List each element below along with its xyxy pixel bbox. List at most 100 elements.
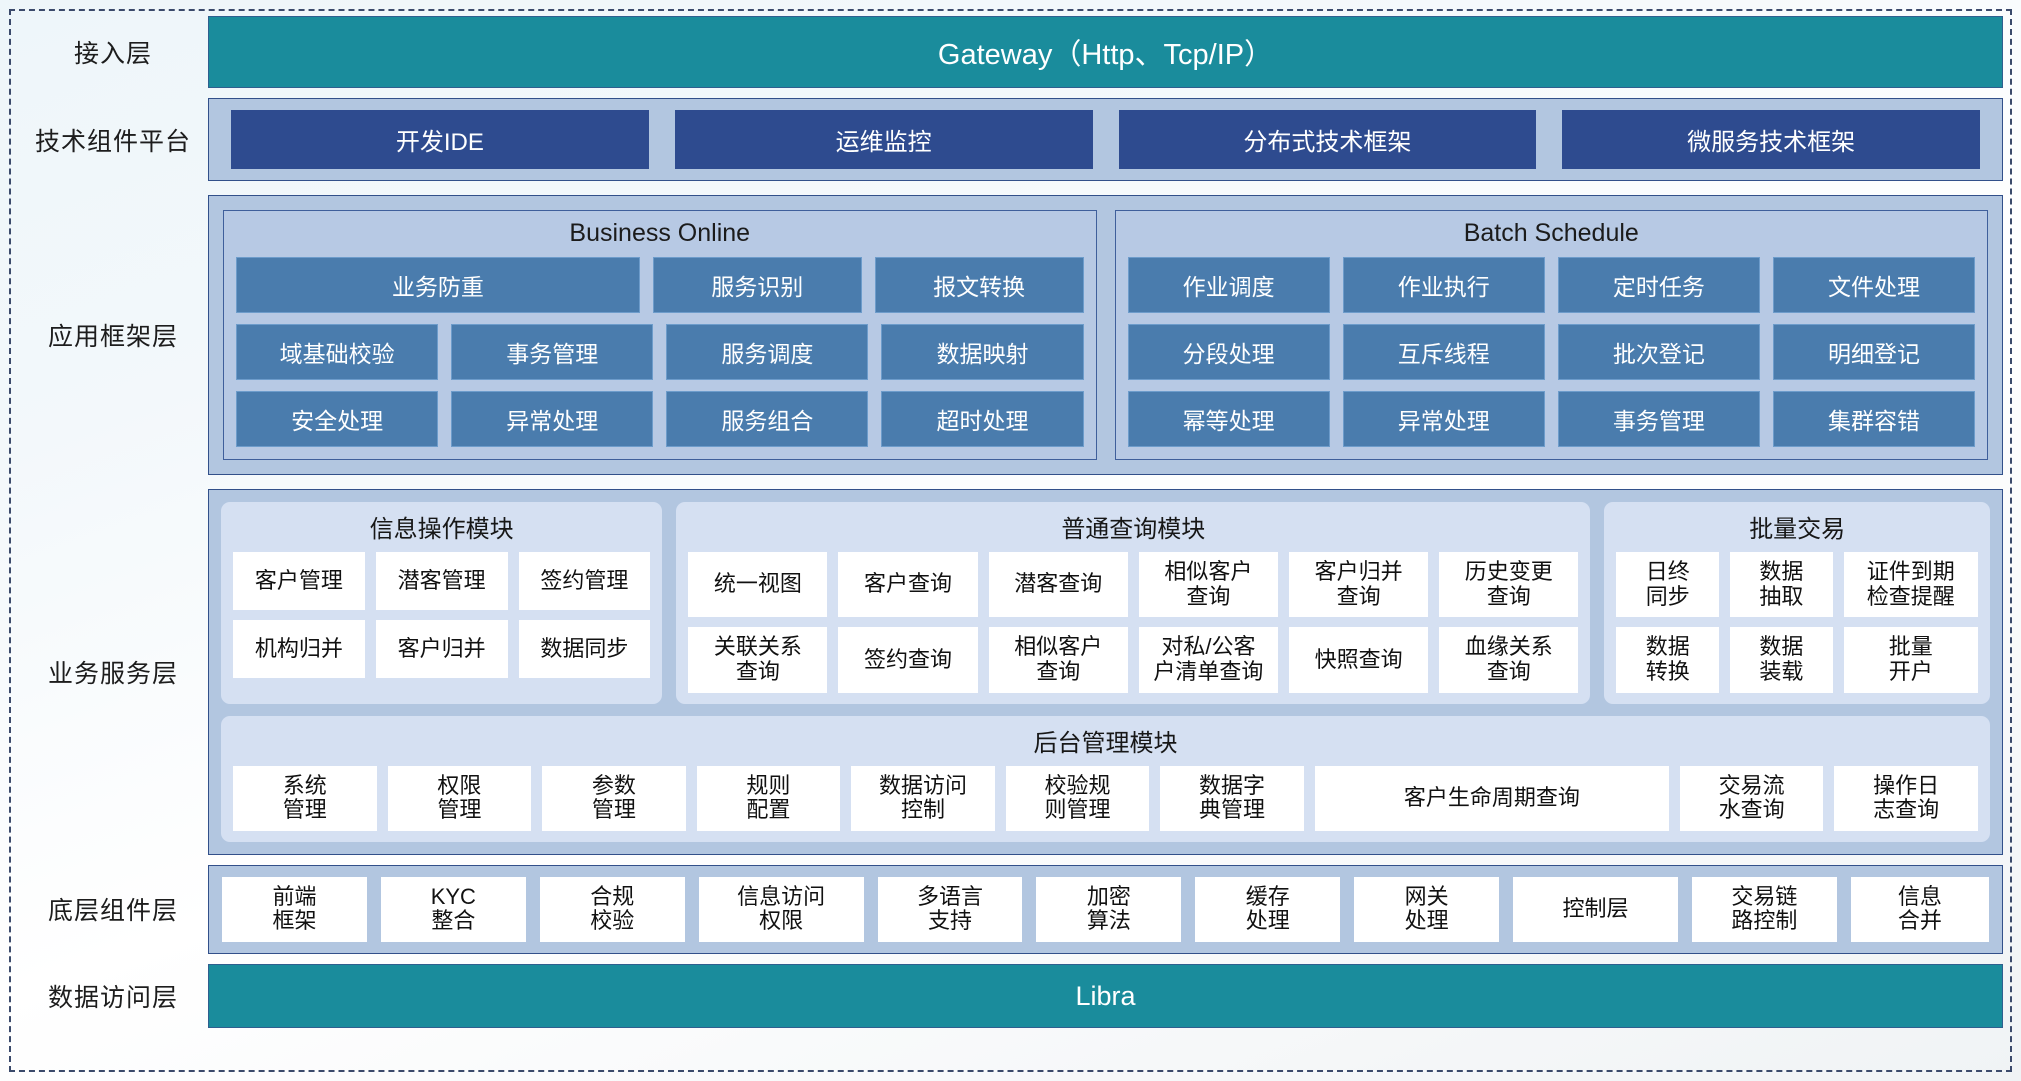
tech-chip-microservice-framework[interactable]: 微服务技术框架 bbox=[1562, 110, 1980, 169]
comp-jylkz[interactable]: 交易链路控制 bbox=[1691, 876, 1837, 942]
item-khcx[interactable]: 客户查询 bbox=[838, 552, 978, 618]
tech-chip-monitor[interactable]: 运维监控 bbox=[674, 110, 1093, 169]
common-query-line-1: 统一视图 客户查询 潜客查询 相似客户查询 客户归并查询 历史变更查询 bbox=[688, 552, 1579, 618]
spacer-2 bbox=[18, 181, 2003, 195]
layer-body-business-service: 信息操作模块 客户管理 潜客管理 签约管理 机构归并 客户归并 bbox=[208, 489, 2003, 855]
module-grid-info-operation: 客户管理 潜客管理 签约管理 机构归并 客户归并 数据同步 bbox=[233, 552, 651, 678]
item-glgxcx[interactable]: 关联关系查询 bbox=[688, 627, 828, 693]
item-lsbgcx[interactable]: 历史变更查询 bbox=[1439, 552, 1579, 618]
cell-wjcl[interactable]: 文件处理 bbox=[1772, 257, 1975, 313]
cell-dsrw[interactable]: 定时任务 bbox=[1557, 257, 1760, 313]
cell-yjcjy[interactable]: 域基础校验 bbox=[236, 324, 439, 380]
module-title-info-operation: 信息操作模块 bbox=[369, 516, 514, 543]
item-qygl[interactable]: 签约管理 bbox=[518, 552, 651, 610]
item-khgb[interactable]: 客户归并 bbox=[375, 620, 508, 678]
cell-hcxc[interactable]: 互斥线程 bbox=[1342, 324, 1545, 380]
comp-hccl[interactable]: 缓存处理 bbox=[1195, 876, 1341, 942]
cell-yccl2[interactable]: 异常处理 bbox=[1342, 391, 1545, 447]
layer-body-data-access: Libra bbox=[208, 964, 2003, 1028]
item-sjtb[interactable]: 数据同步 bbox=[518, 620, 651, 678]
tech-chip-distributed-framework[interactable]: 分布式技术框架 bbox=[1118, 110, 1537, 169]
cell-swgl[interactable]: 事务管理 bbox=[451, 324, 654, 380]
cell-sjys[interactable]: 数据映射 bbox=[881, 324, 1084, 380]
comp-xxhb[interactable]: 信息合并 bbox=[1850, 876, 1990, 942]
item-xskhcx[interactable]: 相似客户查询 bbox=[1138, 552, 1278, 618]
item-rztb[interactable]: 日终同步 bbox=[1616, 552, 1720, 618]
tech-chip-ide[interactable]: 开发IDE bbox=[231, 110, 649, 169]
comp-qdkj[interactable]: 前端框架 bbox=[222, 876, 367, 942]
module-grid-common-query: 统一视图 客户查询 潜客查询 相似客户查询 客户归并查询 历史变更查询 关联关系… bbox=[688, 552, 1579, 693]
module-title-batch-transaction: 批量交易 bbox=[1749, 516, 1846, 543]
item-xygxcx[interactable]: 血缘关系查询 bbox=[1439, 627, 1579, 693]
gateway-band[interactable]: Gateway（Http、Tcp/IP） bbox=[208, 16, 2003, 88]
item-qycx[interactable]: 签约查询 bbox=[838, 627, 978, 693]
item-xskhcx2[interactable]: 相似客户查询 bbox=[988, 627, 1128, 693]
comp-kzc[interactable]: 控制层 bbox=[1513, 876, 1678, 942]
item-qkcx[interactable]: 潜客查询 bbox=[988, 552, 1128, 618]
item-qkgl[interactable]: 潜客管理 bbox=[375, 552, 508, 610]
item-tyst[interactable]: 统一视图 bbox=[688, 552, 828, 618]
item-sjzdgl[interactable]: 数据字典管理 bbox=[1160, 765, 1304, 831]
cell-cscl[interactable]: 超时处理 bbox=[881, 391, 1084, 447]
group-title-business-online: Business Online bbox=[569, 219, 751, 247]
item-sjcq[interactable]: 数据抽取 bbox=[1730, 552, 1833, 618]
cell-ywfz[interactable]: 业务防重 bbox=[236, 257, 640, 313]
item-qxgl[interactable]: 权限管理 bbox=[387, 765, 532, 831]
item-csgl[interactable]: 参数管理 bbox=[542, 765, 686, 831]
item-jygzgl[interactable]: 校验规则管理 bbox=[1005, 765, 1150, 831]
cell-fwdd[interactable]: 服务调度 bbox=[666, 324, 869, 380]
item-sjfwkz[interactable]: 数据访问控制 bbox=[851, 765, 995, 831]
cell-mdcl[interactable]: 幂等处理 bbox=[1127, 391, 1330, 447]
tech-platform-band: 开发IDE 运维监控 分布式技术框架 微服务技术框架 bbox=[208, 98, 2003, 181]
item-zjdqjctx[interactable]: 证件到期检查提醒 bbox=[1843, 552, 1978, 618]
comp-wgcl[interactable]: 网关处理 bbox=[1354, 876, 1500, 942]
item-jylscx[interactable]: 交易流水查询 bbox=[1679, 765, 1824, 831]
cell-swgl2[interactable]: 事务管理 bbox=[1557, 391, 1760, 447]
batch-txn-line-1: 日终同步 数据抽取 证件到期检查提醒 bbox=[1616, 552, 1978, 618]
item-sjzz[interactable]: 数据装载 bbox=[1730, 627, 1833, 693]
business-service-panel: 信息操作模块 客户管理 潜客管理 签约管理 机构归并 客户归并 bbox=[208, 489, 2003, 855]
cell-fwsb[interactable]: 服务识别 bbox=[652, 257, 862, 313]
comp-hgjy[interactable]: 合规校验 bbox=[539, 876, 685, 942]
item-czrzcx[interactable]: 操作日志查询 bbox=[1834, 765, 1978, 831]
comp-xxfwqx[interactable]: 信息访问权限 bbox=[698, 876, 864, 942]
spacer-3 bbox=[18, 475, 2003, 489]
cell-aqcl[interactable]: 安全处理 bbox=[236, 391, 439, 447]
group-title-batch-schedule: Batch Schedule bbox=[1463, 219, 1639, 247]
comp-dyyzc[interactable]: 多语言支持 bbox=[877, 876, 1023, 942]
libra-band[interactable]: Libra bbox=[208, 964, 2003, 1028]
layer-data-access: 数据访问层 Libra bbox=[18, 964, 2003, 1028]
admin-module-line: 系统管理 权限管理 参数管理 规则配置 数据访问控制 校验规则管理 数据字典管理… bbox=[233, 765, 1978, 831]
group-business-online: Business Online 业务防重 服务识别 报文转换 域基础校验 事务管… bbox=[223, 210, 1097, 460]
cell-yccl[interactable]: 异常处理 bbox=[451, 391, 654, 447]
cell-fdcl[interactable]: 分段处理 bbox=[1127, 324, 1330, 380]
cell-mxdj[interactable]: 明细登记 bbox=[1772, 324, 1975, 380]
layer-access: 接入层 Gateway（Http、Tcp/IP） bbox=[18, 16, 2003, 88]
item-khgl[interactable]: 客户管理 bbox=[233, 552, 365, 610]
cell-jqrc[interactable]: 集群容错 bbox=[1772, 391, 1975, 447]
cell-bwzh[interactable]: 报文转换 bbox=[874, 257, 1084, 313]
item-gzpz[interactable]: 规则配置 bbox=[696, 765, 841, 831]
batch-schedule-row-1: 作业调度 作业执行 定时任务 文件处理 bbox=[1127, 257, 1975, 313]
item-khsmzqcx[interactable]: 客户生命周期查询 bbox=[1314, 765, 1669, 831]
cell-zyzx[interactable]: 作业执行 bbox=[1342, 257, 1545, 313]
layer-label-data-access: 数据访问层 bbox=[47, 984, 178, 1012]
business-service-module-row: 信息操作模块 客户管理 潜客管理 签约管理 机构归并 客户归并 bbox=[221, 502, 1990, 704]
item-khgbcx[interactable]: 客户归并查询 bbox=[1289, 552, 1429, 618]
item-kzcx[interactable]: 快照查询 bbox=[1289, 627, 1429, 693]
item-dsgkhqdcx[interactable]: 对私/公客户清单查询 bbox=[1138, 627, 1278, 693]
cell-pcdj[interactable]: 批次登记 bbox=[1557, 324, 1760, 380]
item-sjzh[interactable]: 数据转换 bbox=[1616, 627, 1720, 693]
libra-label: Libra bbox=[1075, 980, 1136, 1011]
business-online-row-2: 域基础校验 事务管理 服务调度 数据映射 bbox=[236, 324, 1084, 380]
item-xtgl[interactable]: 系统管理 bbox=[233, 765, 377, 831]
cell-zydd[interactable]: 作业调度 bbox=[1127, 257, 1330, 313]
cell-fwzh[interactable]: 服务组合 bbox=[666, 391, 869, 447]
module-grid-batch-transaction: 日终同步 数据抽取 证件到期检查提醒 数据转换 数据装载 批量开户 bbox=[1616, 552, 1978, 693]
comp-jmsf[interactable]: 加密算法 bbox=[1036, 876, 1182, 942]
layer-label-tech-platform: 技术组件平台 bbox=[34, 127, 191, 156]
item-jggb[interactable]: 机构归并 bbox=[233, 620, 365, 678]
layer-body-access: Gateway（Http、Tcp/IP） bbox=[208, 16, 2003, 88]
item-plkh[interactable]: 批量开户 bbox=[1843, 627, 1978, 693]
